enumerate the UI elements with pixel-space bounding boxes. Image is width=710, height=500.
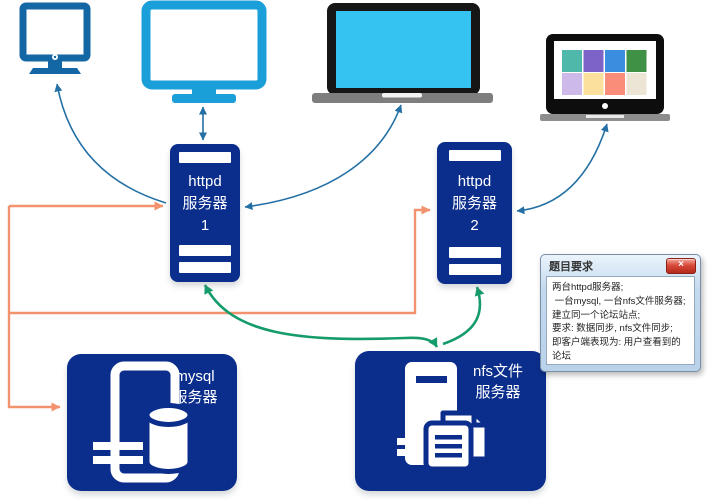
mysql-server: mysql 服务器 <box>67 354 237 491</box>
requirement-line: 一台mysql, 一台nfs文件服务器; <box>552 295 686 307</box>
server-role-label: 服务器 <box>172 389 218 406</box>
server-stripe <box>179 262 231 273</box>
requirements-window: 题目要求 × 两台httpd服务器; 一台mysql, 一台nfs文件服务器; … <box>540 254 701 372</box>
server-stripe <box>179 245 231 256</box>
server-product-label: nfs文件 <box>472 363 523 380</box>
close-icon: × <box>678 259 684 270</box>
link-laptop1-httpd1 <box>244 104 403 211</box>
sync-httpd2-nfs <box>442 286 485 346</box>
server-product-label: mysql <box>175 368 215 385</box>
requirement-line: 要求: 数据同步, nfs文件同步; <box>552 323 673 335</box>
server-role-label: 服务器 <box>182 195 228 213</box>
window-title: 题目要求 <box>549 261 593 273</box>
server-number-label: 2 <box>470 216 479 234</box>
close-button[interactable]: × <box>666 258 696 274</box>
desktop-monitor-1-icon <box>19 2 91 74</box>
server-role-label: 服务器 <box>475 384 521 401</box>
server-product-label: httpd <box>188 173 222 191</box>
server-stripe <box>448 247 501 258</box>
laptop-1-icon <box>312 3 493 103</box>
requirements-text: 两台httpd服务器; 一台mysql, 一台nfs文件服务器; 建立同一个论坛… <box>546 276 695 365</box>
bus-to-mysql <box>7 206 61 412</box>
nfs-file-server: nfs文件 服务器 <box>355 351 546 491</box>
server-role-label: 服务器 <box>451 195 497 213</box>
database-tower-icon <box>93 361 193 483</box>
httpd-server-1: httpd 服务器 1 <box>170 144 240 282</box>
requirement-line: 两台httpd服务器; <box>552 282 624 293</box>
server-number-label: 1 <box>200 216 210 234</box>
link-laptop2-httpd2 <box>516 123 609 215</box>
server-product-label: httpd <box>457 173 492 191</box>
window-title-bar: 题目要求 × <box>541 255 700 276</box>
link-monitor1-httpd1 <box>54 83 167 204</box>
server-stripe <box>448 150 501 161</box>
requirement-line: 建立同一个论坛站点; <box>552 309 641 321</box>
requirement-line: 及附件等信息保持一致; <box>552 364 690 365</box>
laptop-2-icon <box>540 34 670 121</box>
desktop-monitor-2-icon <box>141 0 267 103</box>
httpd-server-2: httpd 服务器 2 <box>437 142 512 284</box>
server-stripe <box>179 152 231 163</box>
server-stripe <box>448 264 501 275</box>
sync-httpd1-nfs <box>203 284 439 348</box>
requirement-line: 即客户端表现为: 用户查看到的论坛 <box>552 337 681 362</box>
file-tower-icon <box>397 362 490 472</box>
